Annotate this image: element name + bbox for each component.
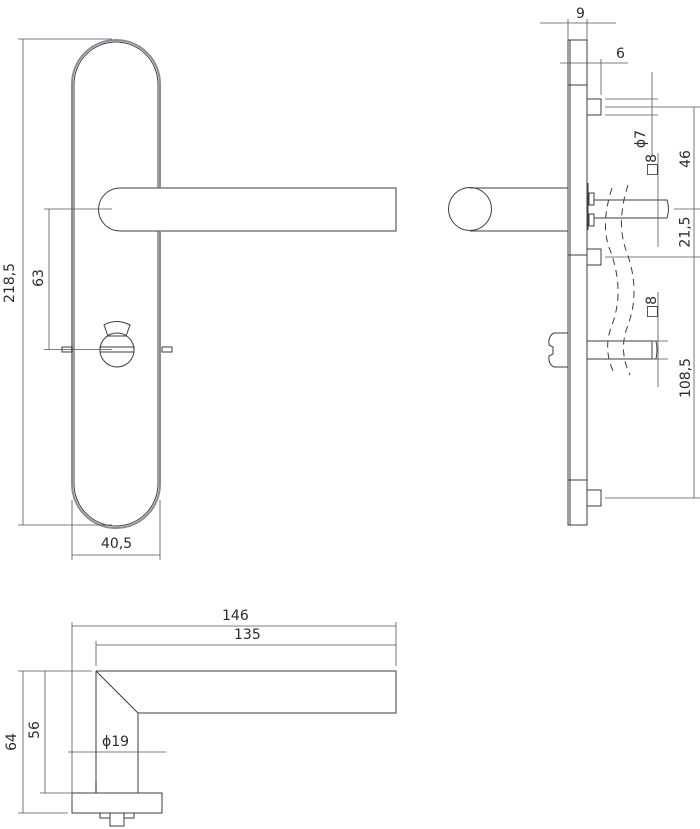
bottom-fixing-pin xyxy=(586,489,602,507)
middle-fixing-pin xyxy=(586,248,602,266)
dim-plate-height: 218,5 xyxy=(2,262,19,304)
dim-handle-to-turn: 63 xyxy=(30,269,47,287)
dim-lever-height: 56 xyxy=(26,721,43,739)
backplate-inner-edge xyxy=(73,41,159,527)
wc-spindle xyxy=(587,340,653,360)
door-break-line-2 xyxy=(620,184,635,376)
dim-pin-diameter: ϕ7 xyxy=(633,129,650,149)
dim-top-to-spindle: 46 xyxy=(677,150,694,168)
side-view xyxy=(448,19,700,526)
wc-turn-knob xyxy=(99,321,135,368)
dim-spindle-to-fixing: 21,5 xyxy=(677,216,694,248)
side-plate xyxy=(567,39,588,256)
dim-plate-width: 40,5 xyxy=(101,536,133,552)
door-break-line-1 xyxy=(604,187,619,376)
wc-screw-head xyxy=(548,332,569,368)
rose xyxy=(71,792,163,814)
dim-spindle-square-top: □8 xyxy=(644,153,661,177)
dim-rose-offset: 6 xyxy=(616,46,625,62)
dim-fixing-to-bottom: 108,5 xyxy=(678,357,695,399)
spindle xyxy=(594,199,669,219)
rose-fixings xyxy=(99,812,135,827)
dim-plate-thickness: 9 xyxy=(576,6,585,22)
release-tab-right xyxy=(161,346,173,353)
lever-top-view xyxy=(95,670,397,793)
dim-spindle-square-bottom: □8 xyxy=(644,295,661,319)
dim-overall-projection: 146 xyxy=(222,608,249,624)
front-view xyxy=(18,38,397,560)
top-fixing-pin xyxy=(586,98,602,116)
dim-neck-diameter: ϕ19 xyxy=(102,734,130,750)
dim-lever-length: 135 xyxy=(234,627,261,643)
top-view xyxy=(18,622,397,827)
lever-handle xyxy=(98,187,397,232)
lever-end xyxy=(448,187,492,231)
backplate-outline xyxy=(71,39,161,529)
dim-overall-height: 64 xyxy=(3,733,20,751)
